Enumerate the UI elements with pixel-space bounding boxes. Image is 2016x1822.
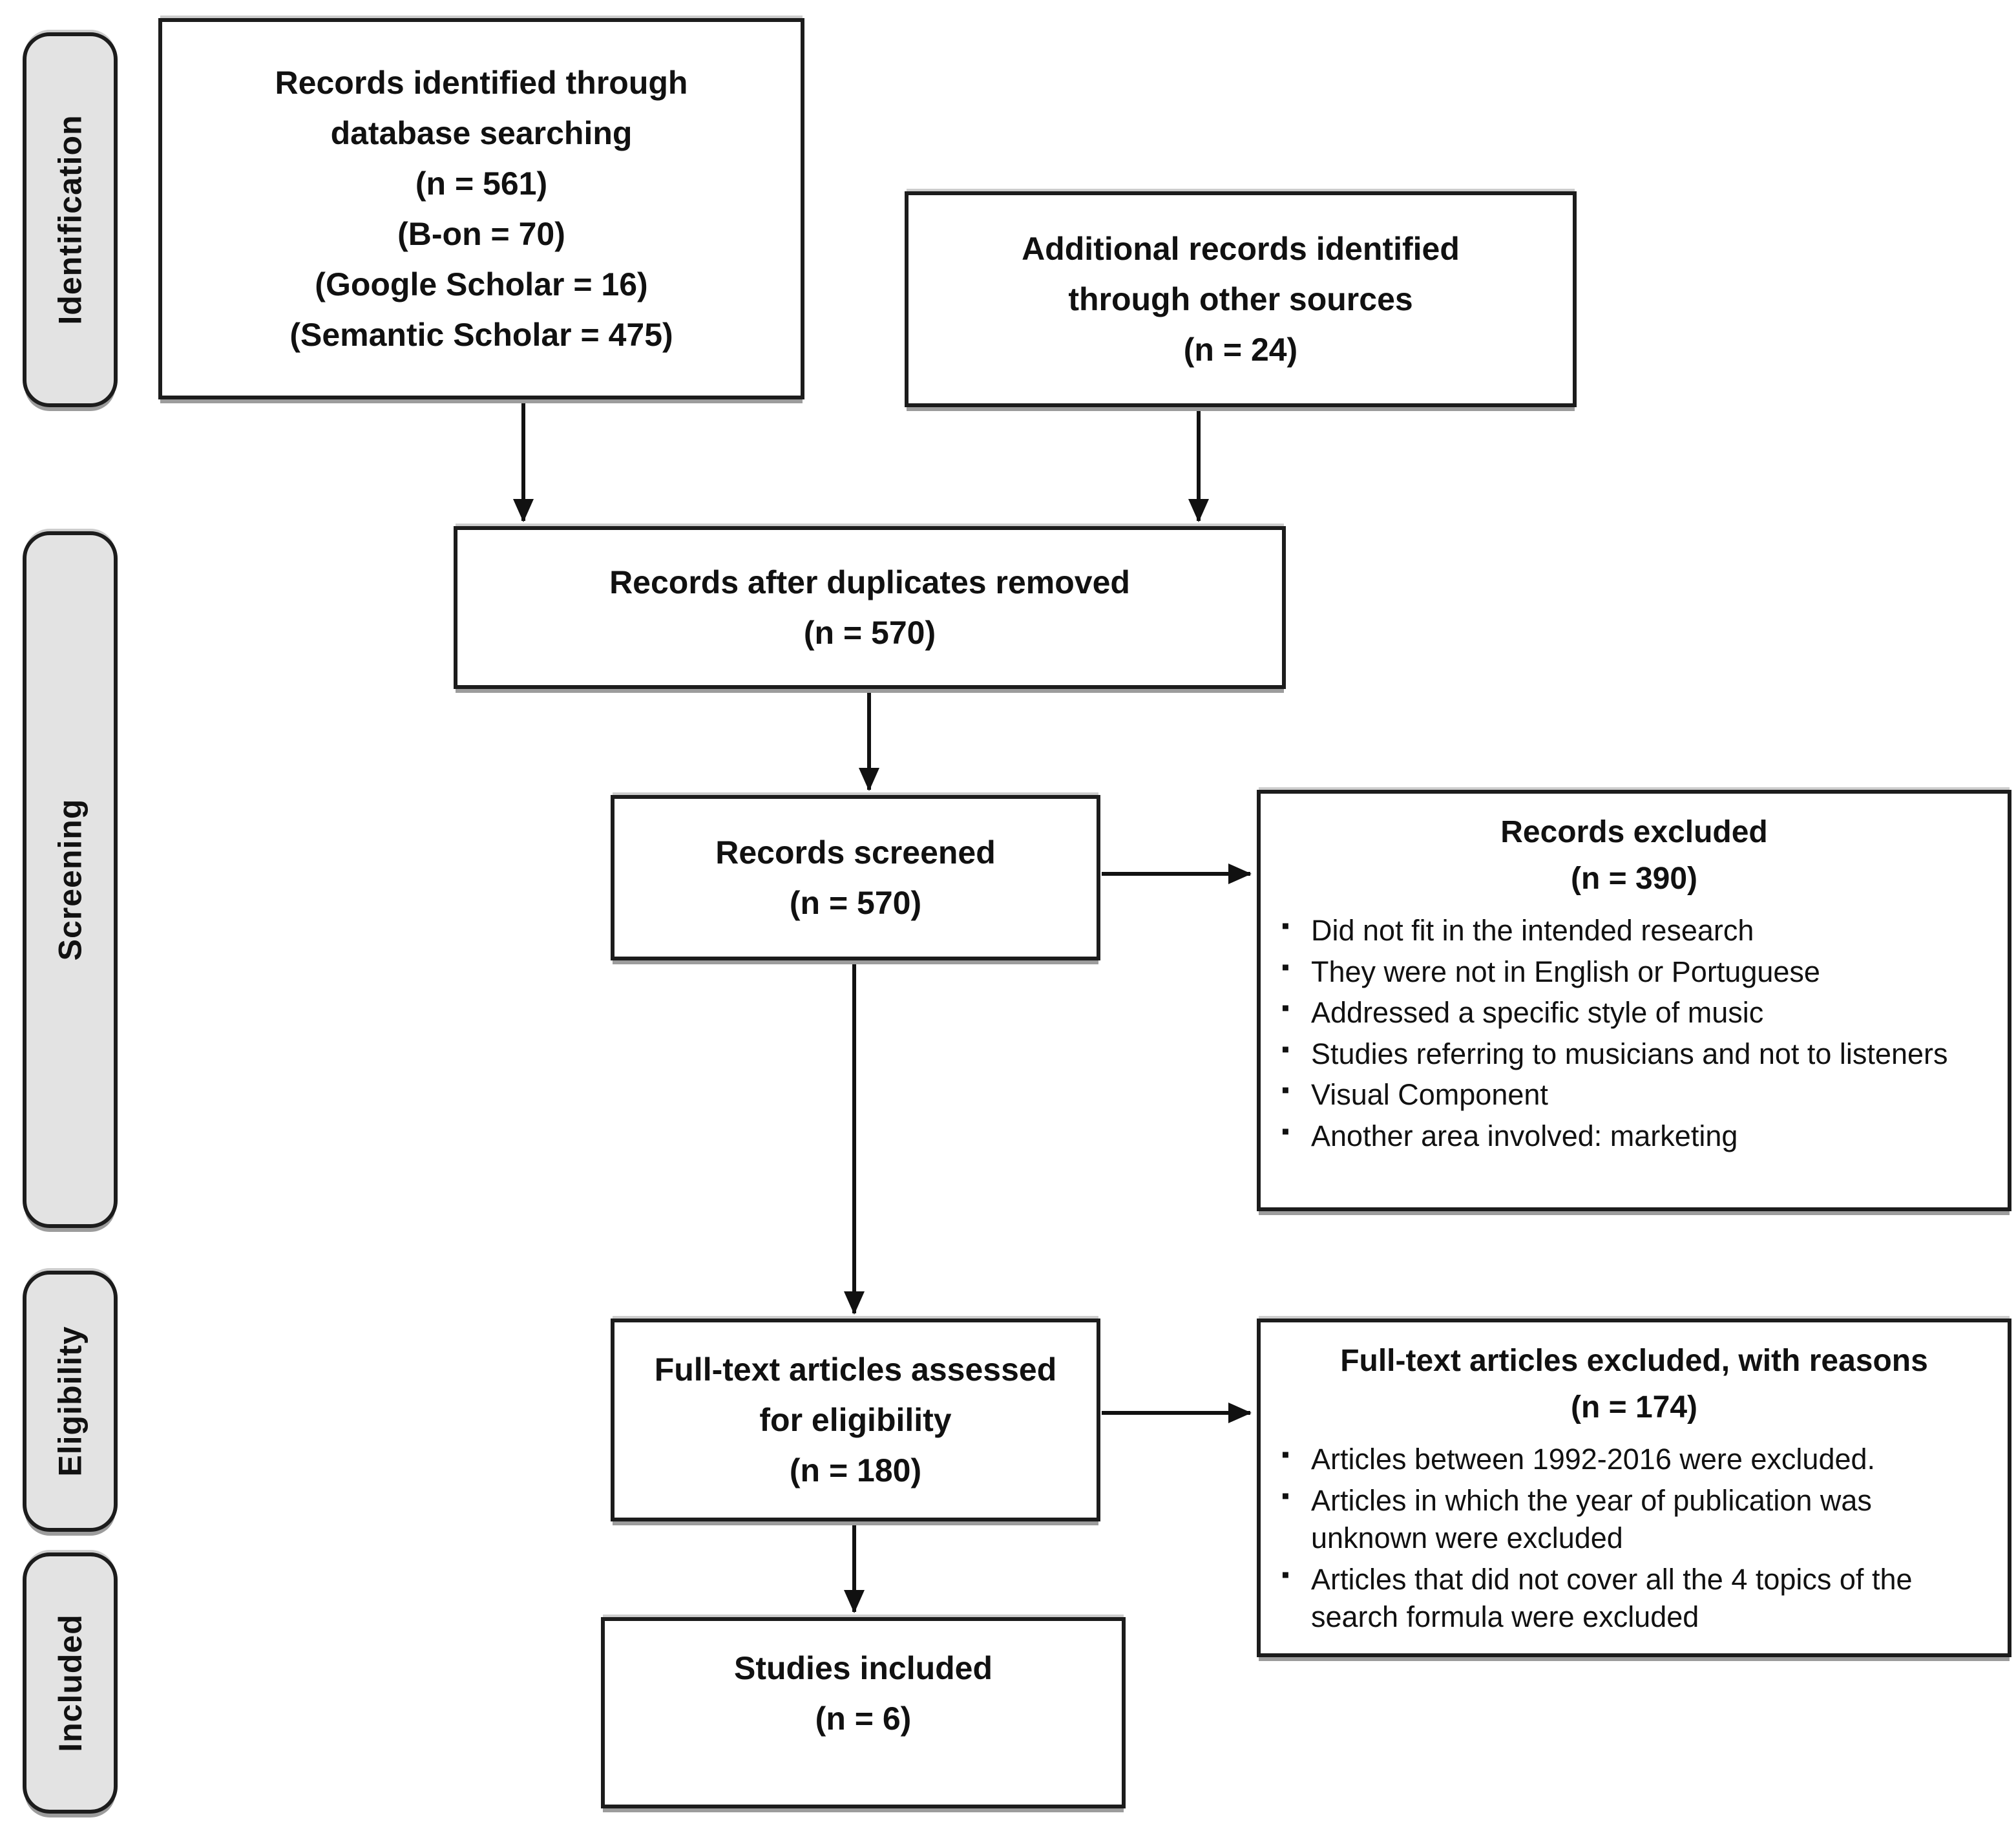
fulltext-excluded-reason-item: Articles in which the year of publicatio… — [1277, 1481, 1991, 1558]
box-studies-included: Studies included (n = 6) — [601, 1617, 1126, 1808]
additional-records-line: Additional records identified — [1022, 231, 1460, 267]
additional-records-line: through other sources — [1068, 281, 1413, 317]
fulltext-excluded-count: (n = 174) — [1570, 1390, 1698, 1425]
duplicates-removed-line: Records after duplicates removed — [609, 564, 1130, 600]
records-screened-count: (n = 570) — [789, 885, 922, 921]
stage-identification: Identification — [23, 32, 118, 407]
box-fulltext-excluded: Full-text articles excluded, with reason… — [1257, 1319, 2011, 1657]
box-fulltext-assessed: Full-text articles assessed for eligibil… — [611, 1319, 1100, 1521]
box-additional-records: Additional records identified through ot… — [905, 191, 1577, 407]
records-excluded-count: (n = 390) — [1570, 862, 1698, 896]
records-screened-line: Records screened — [715, 834, 996, 871]
records-identified-semantic-count: (Semantic Scholar = 475) — [289, 317, 673, 353]
records-identified-line: database searching — [330, 115, 633, 151]
records-identified-line: Records identified through — [275, 65, 688, 101]
fulltext-assessed-count: (n = 180) — [789, 1452, 922, 1488]
stage-screening: Screening — [23, 531, 118, 1228]
fulltext-excluded-title: Full-text articles excluded, with reason… — [1340, 1344, 1928, 1378]
studies-included-count: (n = 6) — [815, 1700, 912, 1737]
excluded-reason-item: Addressed a specific style of music — [1277, 993, 1991, 1032]
excluded-reason-item: They were not in English or Portuguese — [1277, 952, 1991, 991]
box-records-screened: Records screened (n = 570) — [611, 795, 1100, 960]
box-duplicates-removed: Records after duplicates removed (n = 57… — [454, 526, 1286, 689]
box-records-identified: Records identified through database sear… — [158, 18, 804, 399]
duplicates-removed-count: (n = 570) — [803, 615, 936, 651]
stage-included: Included — [23, 1552, 118, 1814]
stage-eligibility: Eligibility — [23, 1271, 118, 1532]
excluded-reason-item: Another area involved: marketing — [1277, 1116, 1991, 1156]
excluded-reason-item: Studies referring to musicians and not t… — [1277, 1034, 1991, 1074]
fulltext-assessed-line: for eligibility — [759, 1402, 952, 1438]
fulltext-excluded-reasons: Articles between 1992-2016 were excluded… — [1277, 1437, 1991, 1640]
additional-records-count: (n = 24) — [1183, 332, 1298, 368]
excluded-reason-item: Visual Component — [1277, 1075, 1991, 1114]
fulltext-excluded-reason-item: Articles that did not cover all the 4 to… — [1277, 1560, 1991, 1637]
stage-identification-label: Identification — [52, 114, 89, 325]
stage-screening-label: Screening — [52, 798, 89, 961]
fulltext-assessed-line: Full-text articles assessed — [654, 1351, 1057, 1388]
records-identified-bon-count: (B-on = 70) — [397, 216, 565, 252]
records-identified-count: (n = 561) — [415, 165, 548, 202]
records-excluded-reasons: Did not fit in the intended research The… — [1277, 909, 1991, 1158]
records-identified-google-count: (Google Scholar = 16) — [315, 266, 648, 302]
records-excluded-title: Records excluded — [1500, 815, 1768, 849]
stage-included-label: Included — [52, 1614, 89, 1752]
stage-eligibility-label: Eligibility — [52, 1326, 89, 1477]
fulltext-excluded-reason-item: Articles between 1992-2016 were excluded… — [1277, 1439, 1991, 1479]
box-records-excluded: Records excluded (n = 390) Did not fit i… — [1257, 790, 2011, 1211]
excluded-reason-item: Did not fit in the intended research — [1277, 911, 1991, 950]
studies-included-line: Studies included — [733, 1650, 993, 1686]
